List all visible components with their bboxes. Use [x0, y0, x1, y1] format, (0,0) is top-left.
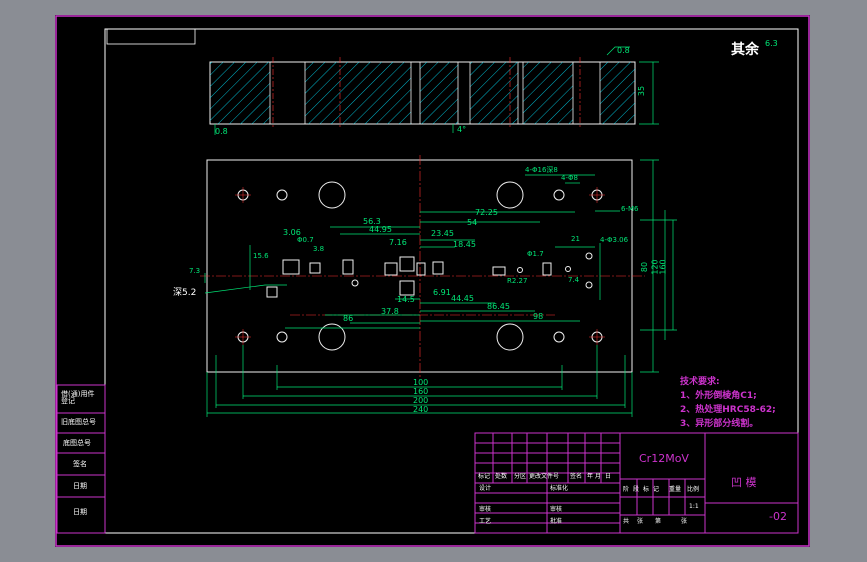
- dim-23-45: 23.45: [431, 229, 454, 238]
- dim-54: 54: [467, 218, 478, 227]
- dim-44-95: 44.95: [369, 225, 392, 234]
- drawing-sheet: 其余 6.3 0.8 0.8 35 4° 深5.2 100 160 200 24…: [55, 15, 810, 547]
- top-left-box: [106, 28, 196, 45]
- tb-sheets-2: 张: [681, 518, 688, 525]
- tb-scale: 比例: [687, 486, 700, 493]
- dim-37-8: 37.8: [381, 307, 399, 316]
- tb-process: 工艺: [479, 518, 492, 525]
- strip-label-4: 签名: [73, 460, 87, 468]
- strip-label-3: 底图总号: [63, 439, 91, 447]
- section-height: 35: [637, 85, 647, 97]
- left-strip-table: [56, 384, 106, 534]
- callout-3-8: 3.8: [313, 245, 325, 253]
- tb-standard: 标准化: [550, 485, 569, 492]
- tb-number: 第: [655, 518, 662, 525]
- dim-98: 98: [533, 312, 544, 321]
- tb-year: 年: [587, 473, 594, 480]
- title-block-grid: [474, 432, 799, 534]
- tb-sheets: 张: [637, 518, 644, 525]
- tech-req-2: 2、热处理HRC58-62;: [680, 405, 776, 415]
- tb-stage-4: 记: [653, 486, 660, 493]
- tb-approve: 批准: [550, 518, 563, 525]
- tb-total: 共: [623, 518, 630, 525]
- tech-req-3: 3、异形部分线割。: [680, 419, 759, 429]
- inner-frame: [104, 28, 799, 534]
- tech-req-1: 1、外形倒棱角C1;: [680, 391, 757, 401]
- tb-stage-2: 段: [633, 486, 640, 493]
- dim-3-06: 3.06: [283, 228, 301, 237]
- punch-openings: [266, 252, 593, 298]
- tb-review-2: 审核: [550, 506, 563, 513]
- strip-label-2: 旧底图总号: [61, 418, 96, 426]
- tb-sign: 签名: [570, 473, 583, 480]
- roughness-b: 0.8: [215, 127, 228, 136]
- drawing-number: -02: [769, 510, 787, 523]
- dim-86-45: 86.45: [487, 302, 510, 311]
- tb-review: 审核: [479, 506, 492, 513]
- cad-drawing: [55, 15, 810, 547]
- callout-15-6: 15.6: [253, 252, 269, 260]
- dim-18-45: 18.45: [453, 240, 476, 249]
- tb-stage-1: 阶: [623, 486, 630, 493]
- tb-zone: 分区: [514, 473, 527, 480]
- tb-stage-3: 标: [643, 486, 650, 493]
- callout-7-3: 7.3: [189, 267, 201, 275]
- strip-label-5: 日期: [73, 482, 87, 490]
- dim-86: 86: [343, 314, 354, 323]
- dim-44-45: 44.45: [451, 294, 474, 303]
- dim-6-91: 6.91: [433, 288, 451, 297]
- tb-change-doc: 更改文件号: [529, 473, 560, 480]
- callout-thread: 6-M6: [621, 205, 639, 213]
- surface-finish-note: 其余: [731, 42, 759, 58]
- dimension-lines: [204, 159, 677, 417]
- dim-overall-200: 200: [413, 396, 429, 405]
- material-text: Cr12MoV: [639, 452, 689, 465]
- section-view: [209, 46, 659, 135]
- dim-overall-240: 240: [413, 405, 429, 414]
- section-angle: 4°: [457, 125, 467, 134]
- outer-frame: [55, 15, 810, 547]
- tb-count: 处数: [495, 473, 508, 480]
- tb-weight: 重量: [669, 486, 682, 493]
- callout-small-holes: 4-Φ3.06: [600, 236, 629, 244]
- strip-label-1: 借(通)用件登记: [61, 390, 95, 405]
- callout-counterbore: 4-Φ16深8: [525, 166, 558, 174]
- dim-overall-160: 160: [413, 387, 429, 396]
- callout-pin-holes: 4-Φ8: [561, 174, 578, 182]
- strip-label-6: 日期: [73, 508, 87, 516]
- callout-dia-a: Φ1.7: [527, 250, 544, 258]
- tb-day: 日: [605, 473, 612, 480]
- dim-7-16: 7.16: [389, 238, 407, 247]
- callout-21: 21: [571, 235, 580, 243]
- tb-mark: 标记: [478, 473, 491, 480]
- callout-radius: R2.27: [507, 277, 528, 285]
- roughness-a: 0.8: [617, 46, 630, 55]
- die-plate-outline: [206, 159, 633, 373]
- dim-right-160: 160: [658, 259, 668, 275]
- dim-72-25: 72.25: [475, 208, 498, 217]
- dim-right-80: 80: [640, 261, 650, 273]
- surface-finish-symbol: 6.3: [765, 39, 778, 48]
- callout-7-4: 7.4: [568, 276, 580, 284]
- scale-value: 1:1: [689, 503, 699, 510]
- side-depth-note: 深5.2: [173, 288, 197, 298]
- tb-month: 月: [595, 473, 602, 480]
- dim-overall-100: 100: [413, 378, 429, 387]
- part-name: 凹 模: [731, 476, 757, 489]
- tb-design: 设计: [479, 485, 492, 492]
- tech-req-title: 技术要求:: [680, 377, 720, 387]
- dim-56-3: 56.3: [363, 217, 381, 226]
- callout-dia-b: Φ0.7: [297, 236, 314, 244]
- dim-14-5: 14.5: [397, 295, 415, 304]
- plan-view: [200, 155, 677, 417]
